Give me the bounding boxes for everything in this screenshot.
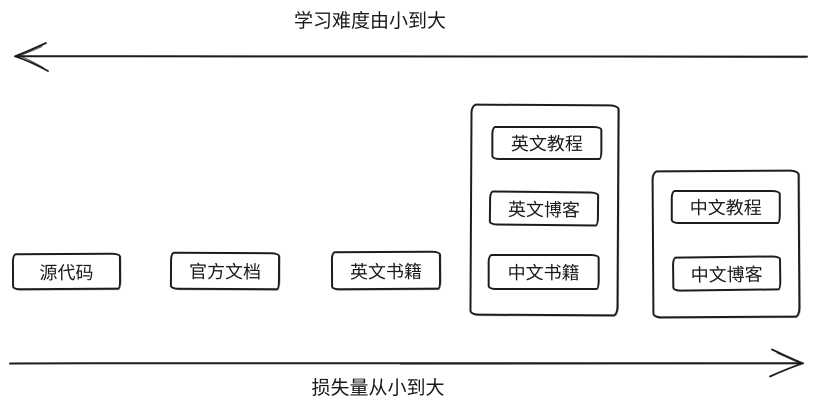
box-chinese-books: 中文书籍 <box>487 253 600 291</box>
box-source-code: 源代码 <box>11 252 122 291</box>
box-english-books-label: 英文书籍 <box>349 261 423 282</box>
box-english-tutorials: 英文教程 <box>491 125 603 161</box>
box-source-code-label: 源代码 <box>39 262 94 283</box>
box-chinese-blogs-label: 中文博客 <box>690 264 763 285</box>
box-chinese-blogs: 中文博客 <box>671 255 782 292</box>
box-official-docs: 官方文档 <box>169 251 281 291</box>
group-box-2: 中文教程 中文博客 <box>651 169 801 319</box>
box-english-tutorials-label: 英文教程 <box>510 133 583 155</box>
loss-axis-label: 损失量从小到大 <box>311 378 445 399</box>
right-arrow-icon <box>9 348 804 378</box>
group-box-1: 英文教程 英文博客 中文书籍 <box>469 103 620 317</box>
box-official-docs-label: 官方文档 <box>188 261 262 283</box>
box-english-blogs: 英文博客 <box>488 190 600 227</box>
box-english-books: 英文书籍 <box>330 250 442 291</box>
difficulty-axis-label: 学习难度由小到大 <box>293 11 446 32</box>
left-arrow-icon <box>14 42 808 72</box>
box-english-blogs-label: 英文博客 <box>507 199 581 220</box>
box-chinese-tutorials-label: 中文教程 <box>689 197 762 219</box>
box-chinese-books-label: 中文书籍 <box>507 262 580 284</box>
box-chinese-tutorials: 中文教程 <box>670 189 781 225</box>
